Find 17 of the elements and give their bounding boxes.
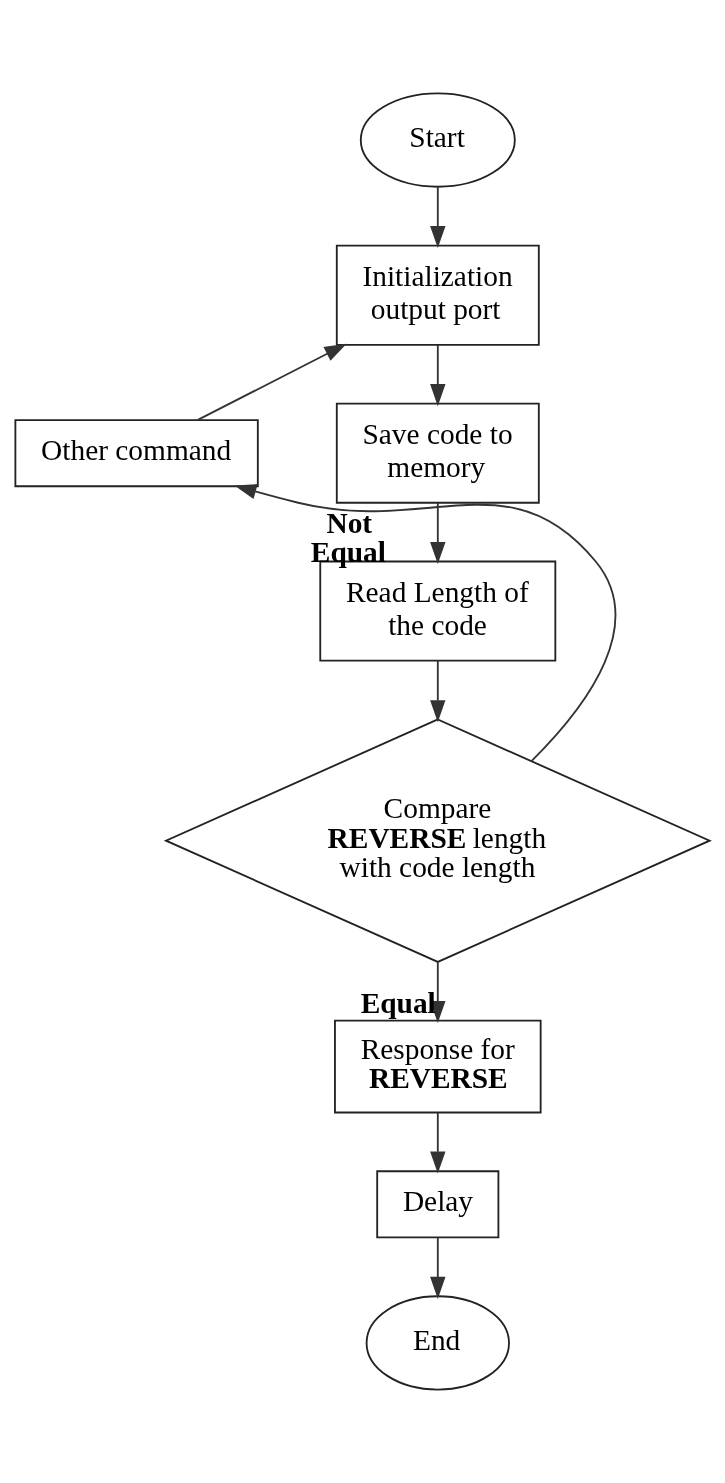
node-diamond: Compare REVERSE length with code length bbox=[163, 718, 712, 963]
arrow bbox=[234, 484, 617, 762]
node-box: Response for REVERSE bbox=[334, 1019, 542, 1114]
arrow bbox=[430, 502, 446, 565]
arrow bbox=[430, 344, 446, 407]
arrow bbox=[196, 343, 347, 421]
node-box: Initialization output port bbox=[335, 244, 540, 346]
node-ellipse: End bbox=[365, 1295, 510, 1391]
arrow bbox=[430, 1112, 446, 1174]
arrow bbox=[430, 659, 446, 723]
edge-label: Equal bbox=[360, 986, 436, 1019]
arrow bbox=[430, 1236, 446, 1299]
node-box: Other command bbox=[14, 419, 259, 488]
node-ellipse: Start bbox=[359, 92, 516, 188]
arrow bbox=[430, 186, 446, 249]
node-box: Save code to memory bbox=[335, 402, 540, 504]
node-box: Delay bbox=[376, 1170, 500, 1239]
